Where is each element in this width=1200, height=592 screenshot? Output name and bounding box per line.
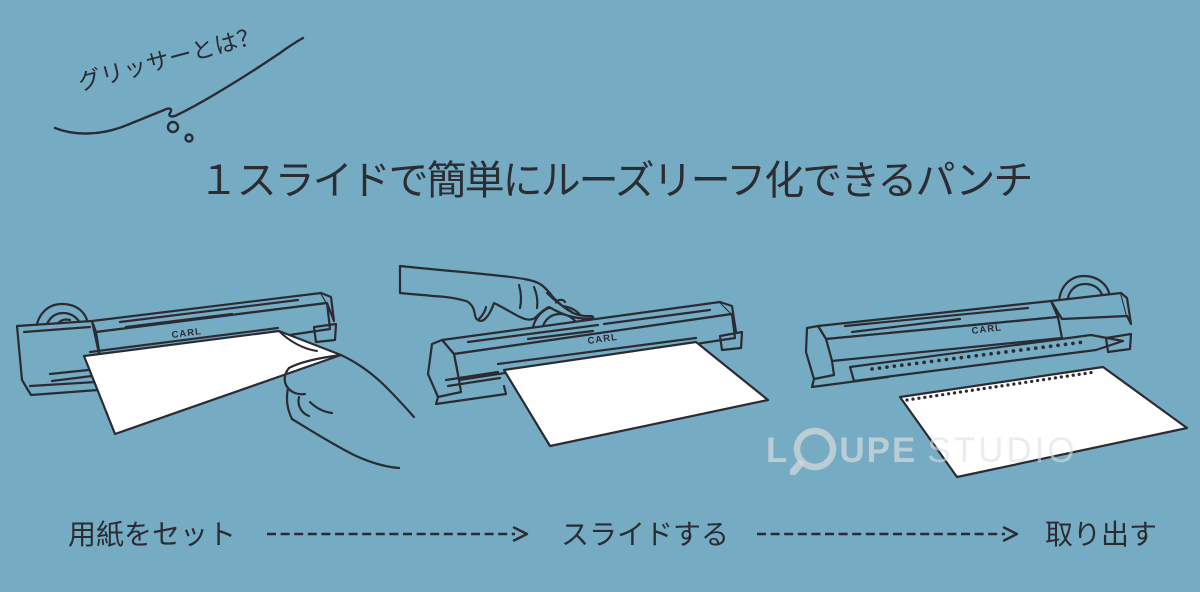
thought-bubble-squiggle: [53, 36, 305, 143]
watermark-l: L: [766, 431, 790, 470]
hand-holding-paper: [283, 353, 416, 470]
step-label-set-paper: 用紙をセット: [68, 519, 237, 550]
watermark-upe: UPE: [839, 431, 918, 470]
step-label-take-out: 取り出す: [1045, 519, 1158, 550]
punched-paper-sheet: [898, 365, 1189, 479]
illustration-slide: CARL: [398, 264, 770, 448]
brand-label: CARL: [587, 332, 619, 347]
step-label-slide: スライドする: [561, 519, 730, 550]
watermark-studio: STUDIO: [927, 431, 1078, 470]
watermark-loupe-studio: L UPE STUDIO: [766, 427, 1078, 475]
illustration-take-out: CARL: [804, 274, 1189, 479]
brand-label: CARL: [971, 322, 1003, 337]
dashed-arrow-1: [267, 526, 529, 542]
illustration-set-paper: CARL: [15, 291, 416, 470]
punched-holes-row: [905, 370, 1097, 402]
dashed-arrow-2: [757, 526, 1019, 542]
page-title: １スライドで簡単にルーズリーフ化できるパンチ: [198, 159, 1034, 203]
brand-label: CARL: [171, 326, 203, 341]
hand-on-handle: [398, 264, 595, 322]
loupe-icon: [790, 427, 837, 475]
paper-sheet: [502, 340, 770, 448]
